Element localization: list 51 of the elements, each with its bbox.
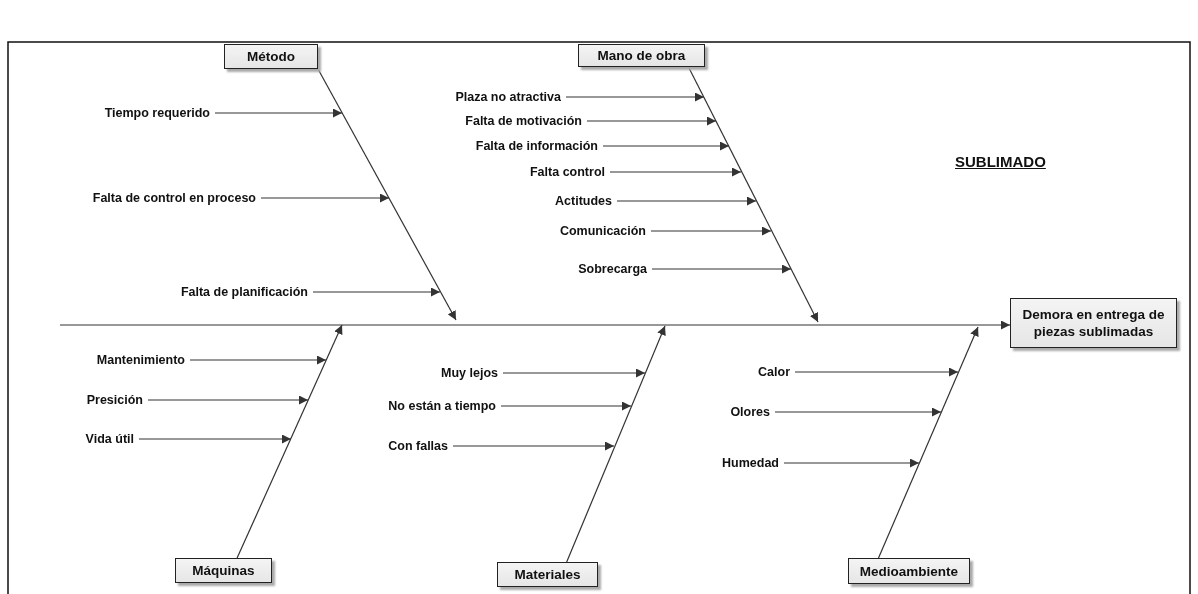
category-box: Mano de obra [578,44,705,67]
cause-label: Tiempo requerido [104,105,210,121]
category-box: Método [224,44,318,69]
cause-label: Olores [730,404,770,420]
cause-label: Con fallas [388,438,448,454]
arrow [260,193,390,203]
arrow [602,141,730,151]
arrow [138,434,292,444]
cause-label: Actitudes [555,193,612,209]
arrow [214,108,343,118]
effect-box: Demora en entrega de piezas sublimadas [1010,298,1177,348]
cause-label: Falta de control en proceso [92,190,256,206]
cause-label: Falta control [530,164,605,180]
cause-label: Falta de información [475,138,598,154]
cause-label: Humedad [722,455,779,471]
arrow [616,196,757,206]
arrow [794,367,959,377]
arrow [609,167,742,177]
cause-label: No están a tiempo [388,398,496,414]
category-box: Materiales [497,562,598,587]
arrow [500,401,632,411]
arrow [59,320,1011,330]
arrow [586,116,717,126]
arrow [502,368,646,378]
cause-label: Falta de motivación [465,113,582,129]
cause-label: Presición [86,392,143,408]
arrow [317,68,457,321]
arrow [877,326,979,559]
arrow [236,324,343,559]
arrow [687,66,819,323]
cause-label: Calor [758,364,790,380]
arrow [650,226,772,236]
cause-label: Sobrecarga [578,261,647,277]
arrow [147,395,309,405]
heading-label: SUBLIMADO [955,153,1046,170]
cause-label: Vida útil [85,431,134,447]
cause-label: Plaza no atractiva [455,89,561,105]
arrow [566,325,666,563]
cause-label: Mantenimiento [96,352,185,368]
arrow [189,355,327,365]
arrow [651,264,792,274]
arrow [774,407,942,417]
category-box: Máquinas [175,558,272,583]
arrow [452,441,615,451]
arrow [565,92,705,102]
cause-label: Muy lejos [441,365,498,381]
arrow [783,458,920,468]
cause-label: Falta de planificación [180,284,308,300]
cause-label: Comunicación [559,223,646,239]
arrow [312,287,441,297]
category-box: Medioambiente [848,558,970,584]
